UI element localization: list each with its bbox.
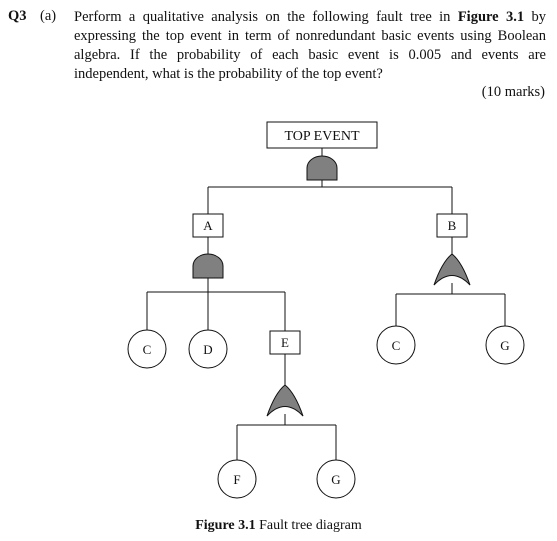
basic-event-g-under-e: G (316, 459, 356, 499)
e-or-gate-icon (266, 384, 304, 417)
question-text-end: by expressing the top event in term of n… (74, 9, 547, 82)
figure-caption-label: Figure 3.1 (195, 518, 256, 533)
event-a-box: A (192, 213, 224, 238)
basic-event-g-under-b: G (485, 325, 525, 365)
b-or-gate-icon (433, 253, 471, 286)
figure-caption: Figure 3.1 Fault tree diagram (0, 518, 557, 534)
basic-event-f-under-e: F (217, 459, 257, 499)
figure-caption-text: Fault tree diagram (255, 518, 362, 533)
basic-event-c-under-a: C (127, 329, 167, 369)
figure-reference: Figure 3.1 (457, 9, 525, 25)
basic-event-label: D (203, 342, 212, 357)
top-and-gate-icon (306, 155, 338, 181)
basic-event-label: F (233, 472, 240, 487)
event-b-label: B (448, 218, 457, 233)
basic-event-label: C (143, 342, 152, 357)
question-part: (a) (40, 8, 57, 24)
event-e-label: E (281, 335, 289, 350)
top-event-box: TOP EVENT (266, 121, 378, 149)
a-and-gate-icon (192, 253, 224, 279)
basic-event-label: G (500, 338, 509, 353)
question-text-start: Perform a qualitative analysis on the fo… (74, 9, 458, 25)
basic-event-label: C (392, 338, 401, 353)
top-event-label: TOP EVENT (284, 129, 360, 144)
basic-event-c-under-b: C (376, 325, 416, 365)
event-b-box: B (436, 213, 468, 238)
basic-event-label: G (331, 472, 340, 487)
question-number: Q3 (8, 8, 27, 24)
event-a-label: A (203, 218, 213, 233)
question-text: Perform a qualitative analysis on the fo… (74, 8, 546, 84)
connector-lines (146, 148, 506, 460)
basic-event-d-under-a: D (188, 329, 228, 369)
marks-allocation: (10 marks) (481, 84, 545, 100)
event-e-box: E (269, 330, 301, 355)
